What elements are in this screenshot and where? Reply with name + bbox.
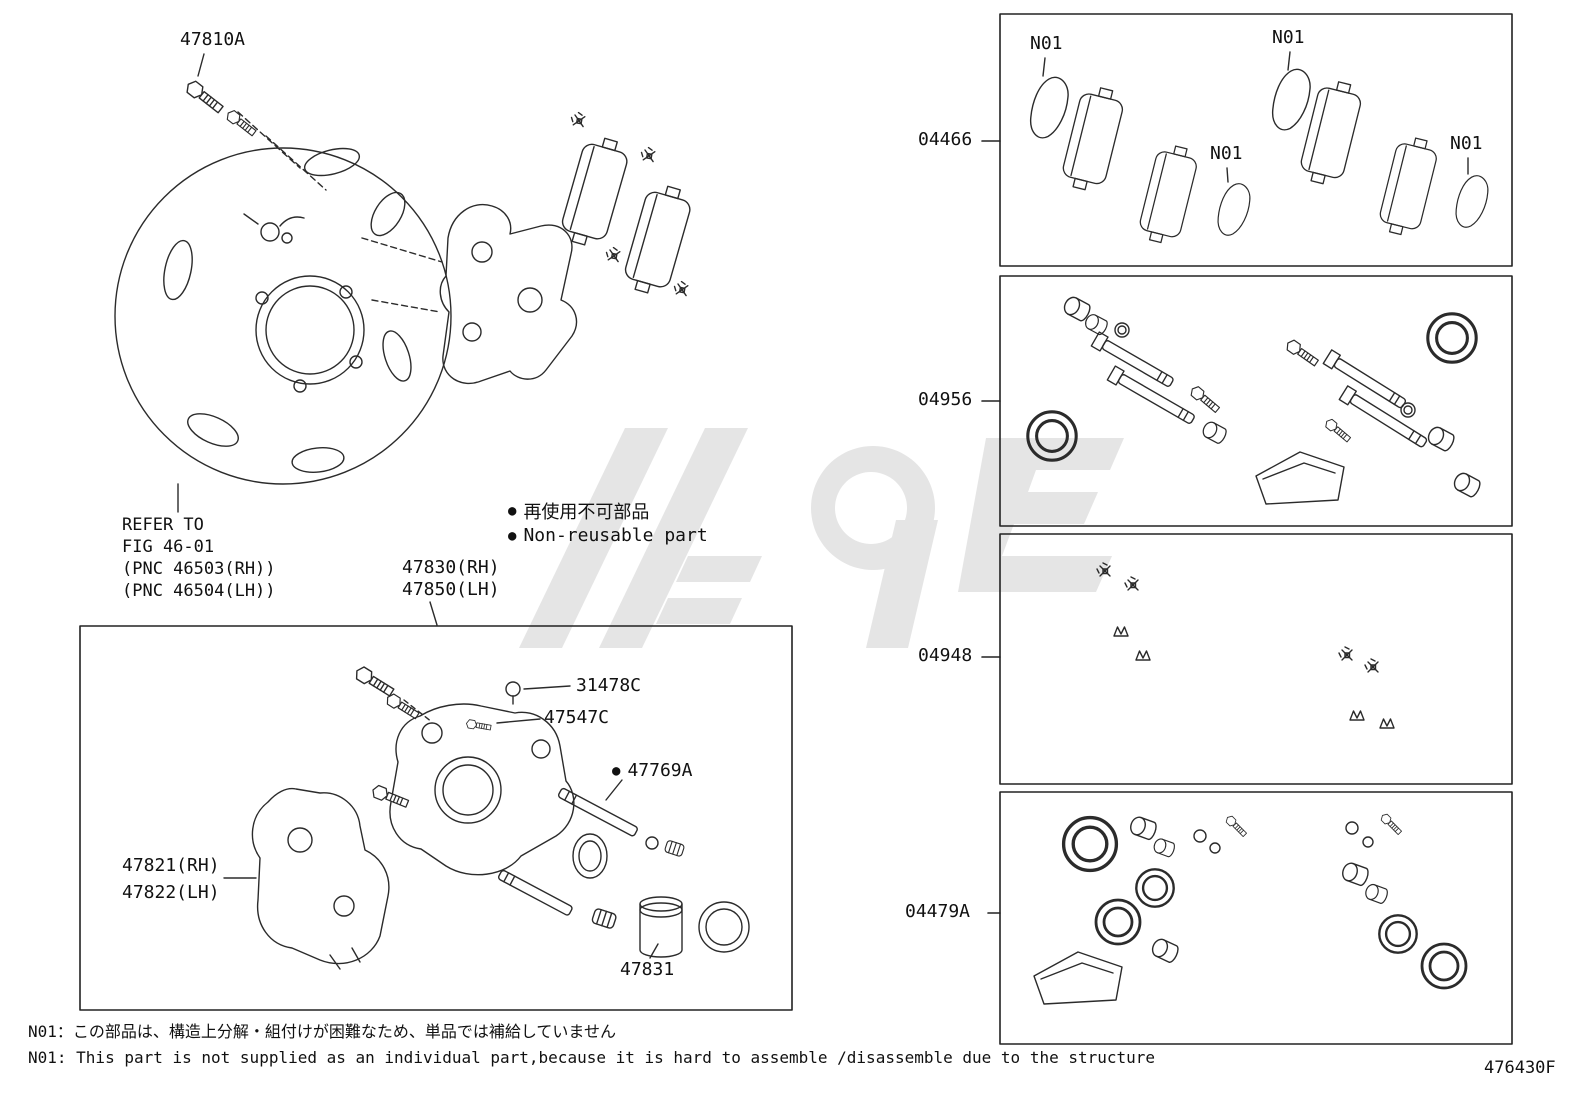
kit-code-04948: 04948 bbox=[918, 645, 973, 666]
non-reusable-bullet-icon: ● bbox=[508, 527, 517, 544]
part-row-47769A: ● 47769A bbox=[612, 760, 692, 781]
part-label-47821-rh: 47821(RH) bbox=[122, 855, 220, 876]
kit-code-04466: 04466 bbox=[918, 129, 973, 150]
legend-text-jp: 再使用不可部品 bbox=[523, 502, 650, 523]
seal-kit-drawing bbox=[1033, 812, 1468, 1005]
non-reusable-bullet-icon: ● bbox=[612, 762, 621, 779]
kit-code-04956: 04956 bbox=[918, 389, 973, 410]
part-label-47822-lh: 47822(LH) bbox=[122, 882, 220, 903]
legend-text-en: Non-reusable part bbox=[523, 525, 708, 546]
kit-panel-frames bbox=[981, 13, 1513, 1045]
pin-kit-drawing bbox=[1026, 294, 1483, 505]
part-label-47769A: 47769A bbox=[627, 760, 693, 781]
part-label-47810A: 47810A bbox=[180, 29, 246, 50]
fitting-kit-drawing bbox=[1096, 562, 1395, 729]
caliper-leader-line bbox=[429, 601, 438, 626]
pad-kit-drawing bbox=[1025, 51, 1493, 248]
part-label-47831: 47831 bbox=[620, 959, 675, 980]
caliper-assembly-drawing bbox=[352, 664, 575, 876]
shield-bolt-drawing bbox=[183, 53, 327, 191]
non-reusable-bullet-icon: ● bbox=[508, 503, 517, 519]
n01-callout-1: N01 bbox=[1030, 33, 1063, 54]
part-label-47547C: 47547C bbox=[544, 707, 610, 728]
part-label-31478C: 31478C bbox=[576, 675, 642, 696]
backing-plate-drawing bbox=[114, 147, 452, 513]
n01-callout-4: N01 bbox=[1450, 133, 1483, 154]
brake-pads-drawing bbox=[557, 110, 696, 299]
mounting-bracket-drawing bbox=[223, 787, 390, 970]
legend-row-jp: ● 再使用不可部品 bbox=[508, 498, 649, 524]
caliper-bracket-drawing bbox=[361, 204, 578, 385]
part-label-47830-rh: 47830(RH) bbox=[402, 557, 500, 578]
refer-line-4: (PNC 46504(LH)) bbox=[122, 581, 276, 601]
slide-pin-piston-drawing bbox=[498, 779, 750, 959]
footnote-jp: N01：この部品は、構造上分解・組付けが困難なため、単品では補給していません bbox=[28, 1022, 616, 1041]
part-label-47850-lh: 47850(LH) bbox=[402, 579, 500, 600]
refer-line-1: REFER TO bbox=[122, 515, 204, 535]
footnote-en: N01: This part is not supplied as an ind… bbox=[28, 1048, 1156, 1067]
n01-callout-3: N01 bbox=[1210, 143, 1243, 164]
figure-code: 476430F bbox=[1484, 1058, 1556, 1078]
refer-line-2: FIG 46-01 bbox=[122, 537, 215, 557]
legend-row-en: ● Non-reusable part bbox=[508, 525, 708, 546]
n01-callout-2: N01 bbox=[1272, 27, 1305, 48]
refer-line-3: (PNC 46503(RH)) bbox=[122, 559, 276, 579]
kit-code-04479A: 04479A bbox=[905, 901, 971, 922]
caliper-assembly-box bbox=[79, 625, 793, 1011]
